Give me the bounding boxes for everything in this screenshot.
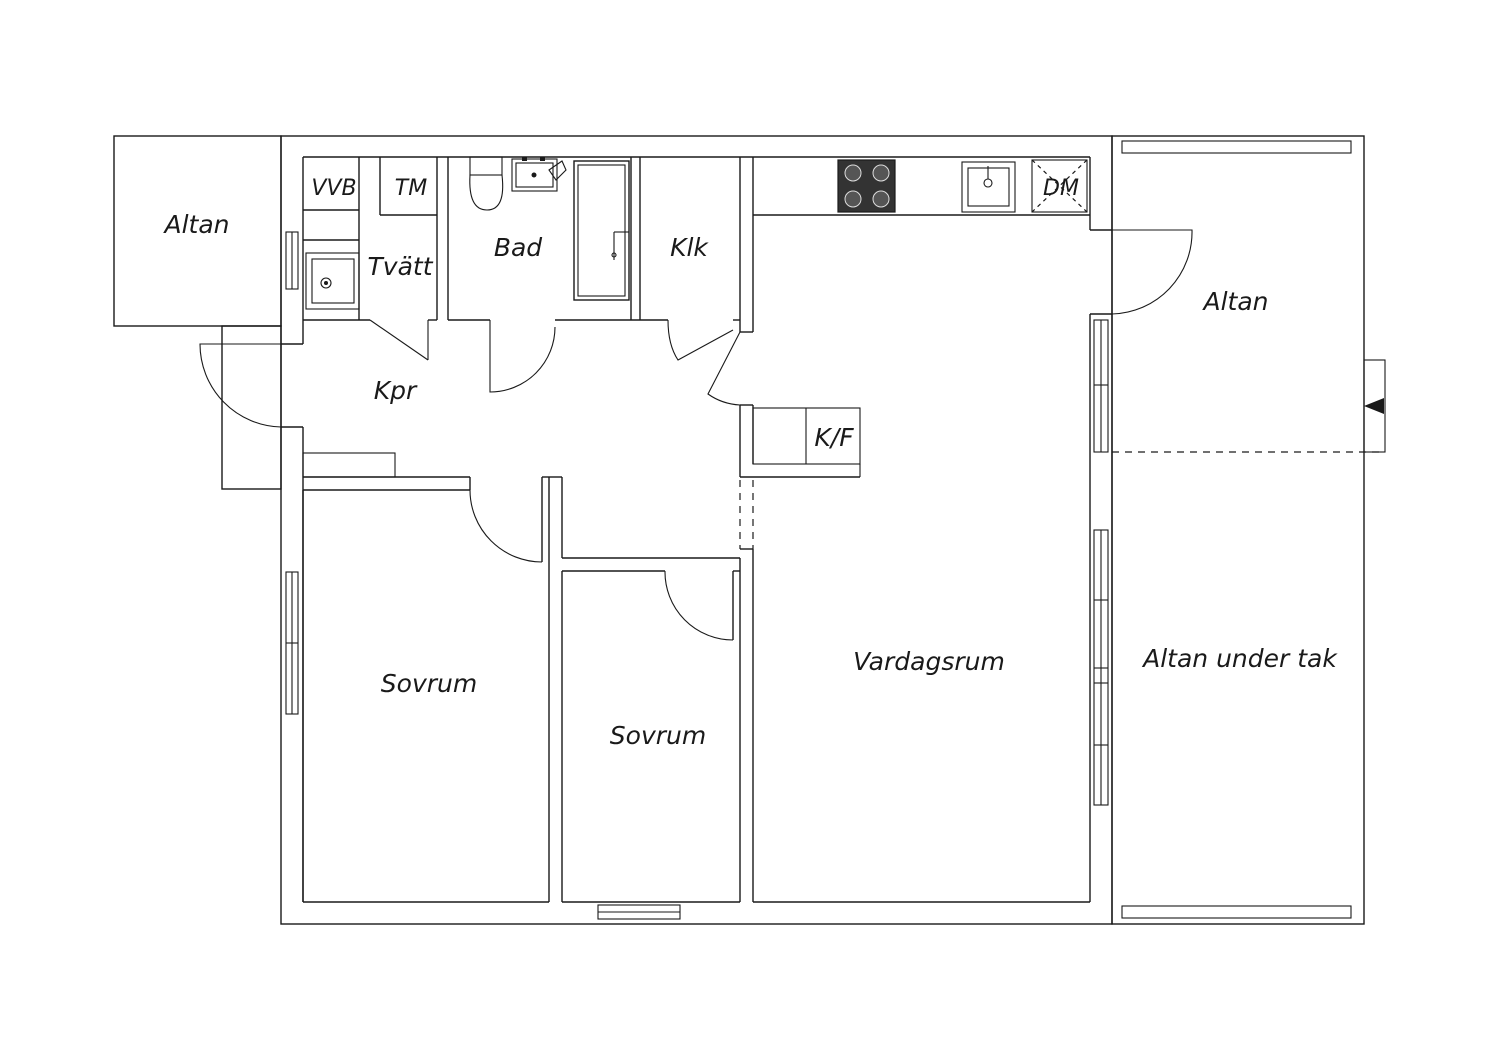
entrance-step	[221, 325, 282, 490]
label-vvb: VVB	[311, 176, 356, 201]
label-altan-right: Altan	[1201, 287, 1268, 316]
label-bad: Bad	[494, 233, 542, 262]
kitchen-counter	[753, 159, 1090, 216]
utility-walls	[303, 157, 754, 333]
label-altan-under-tak: Altan under tak	[1141, 644, 1338, 673]
bedroom-1-walls	[302, 476, 550, 902]
doors	[199, 229, 1193, 641]
toilet-icon	[469, 156, 504, 211]
dishwasher	[1031, 159, 1088, 213]
hall-shelf	[302, 452, 396, 478]
label-klk: Klk	[670, 233, 709, 262]
bath-sink-icon	[511, 157, 567, 192]
kitchen-sink-icon	[961, 161, 1016, 213]
wardrobe	[739, 404, 861, 549]
entry-arrow-icon	[1364, 398, 1384, 414]
laundry-sink-icon	[305, 252, 360, 310]
terrace-right	[1111, 135, 1386, 925]
label-tm: TM	[395, 176, 427, 201]
bathtub	[573, 160, 630, 301]
label-tvatt: Tvätt	[368, 252, 434, 281]
bedroom-2-walls	[549, 476, 754, 902]
label-vardagsrum: Vardagsrum	[853, 647, 1005, 676]
label-kpr: Kpr	[374, 376, 418, 405]
label-dm: DM	[1043, 176, 1079, 201]
windows	[285, 319, 1109, 920]
label-kf: K/F	[814, 423, 854, 452]
label-altan-left: Altan	[162, 210, 229, 239]
label-sovrum-1: Sovrum	[381, 669, 477, 698]
label-sovrum-2: Sovrum	[610, 721, 706, 750]
